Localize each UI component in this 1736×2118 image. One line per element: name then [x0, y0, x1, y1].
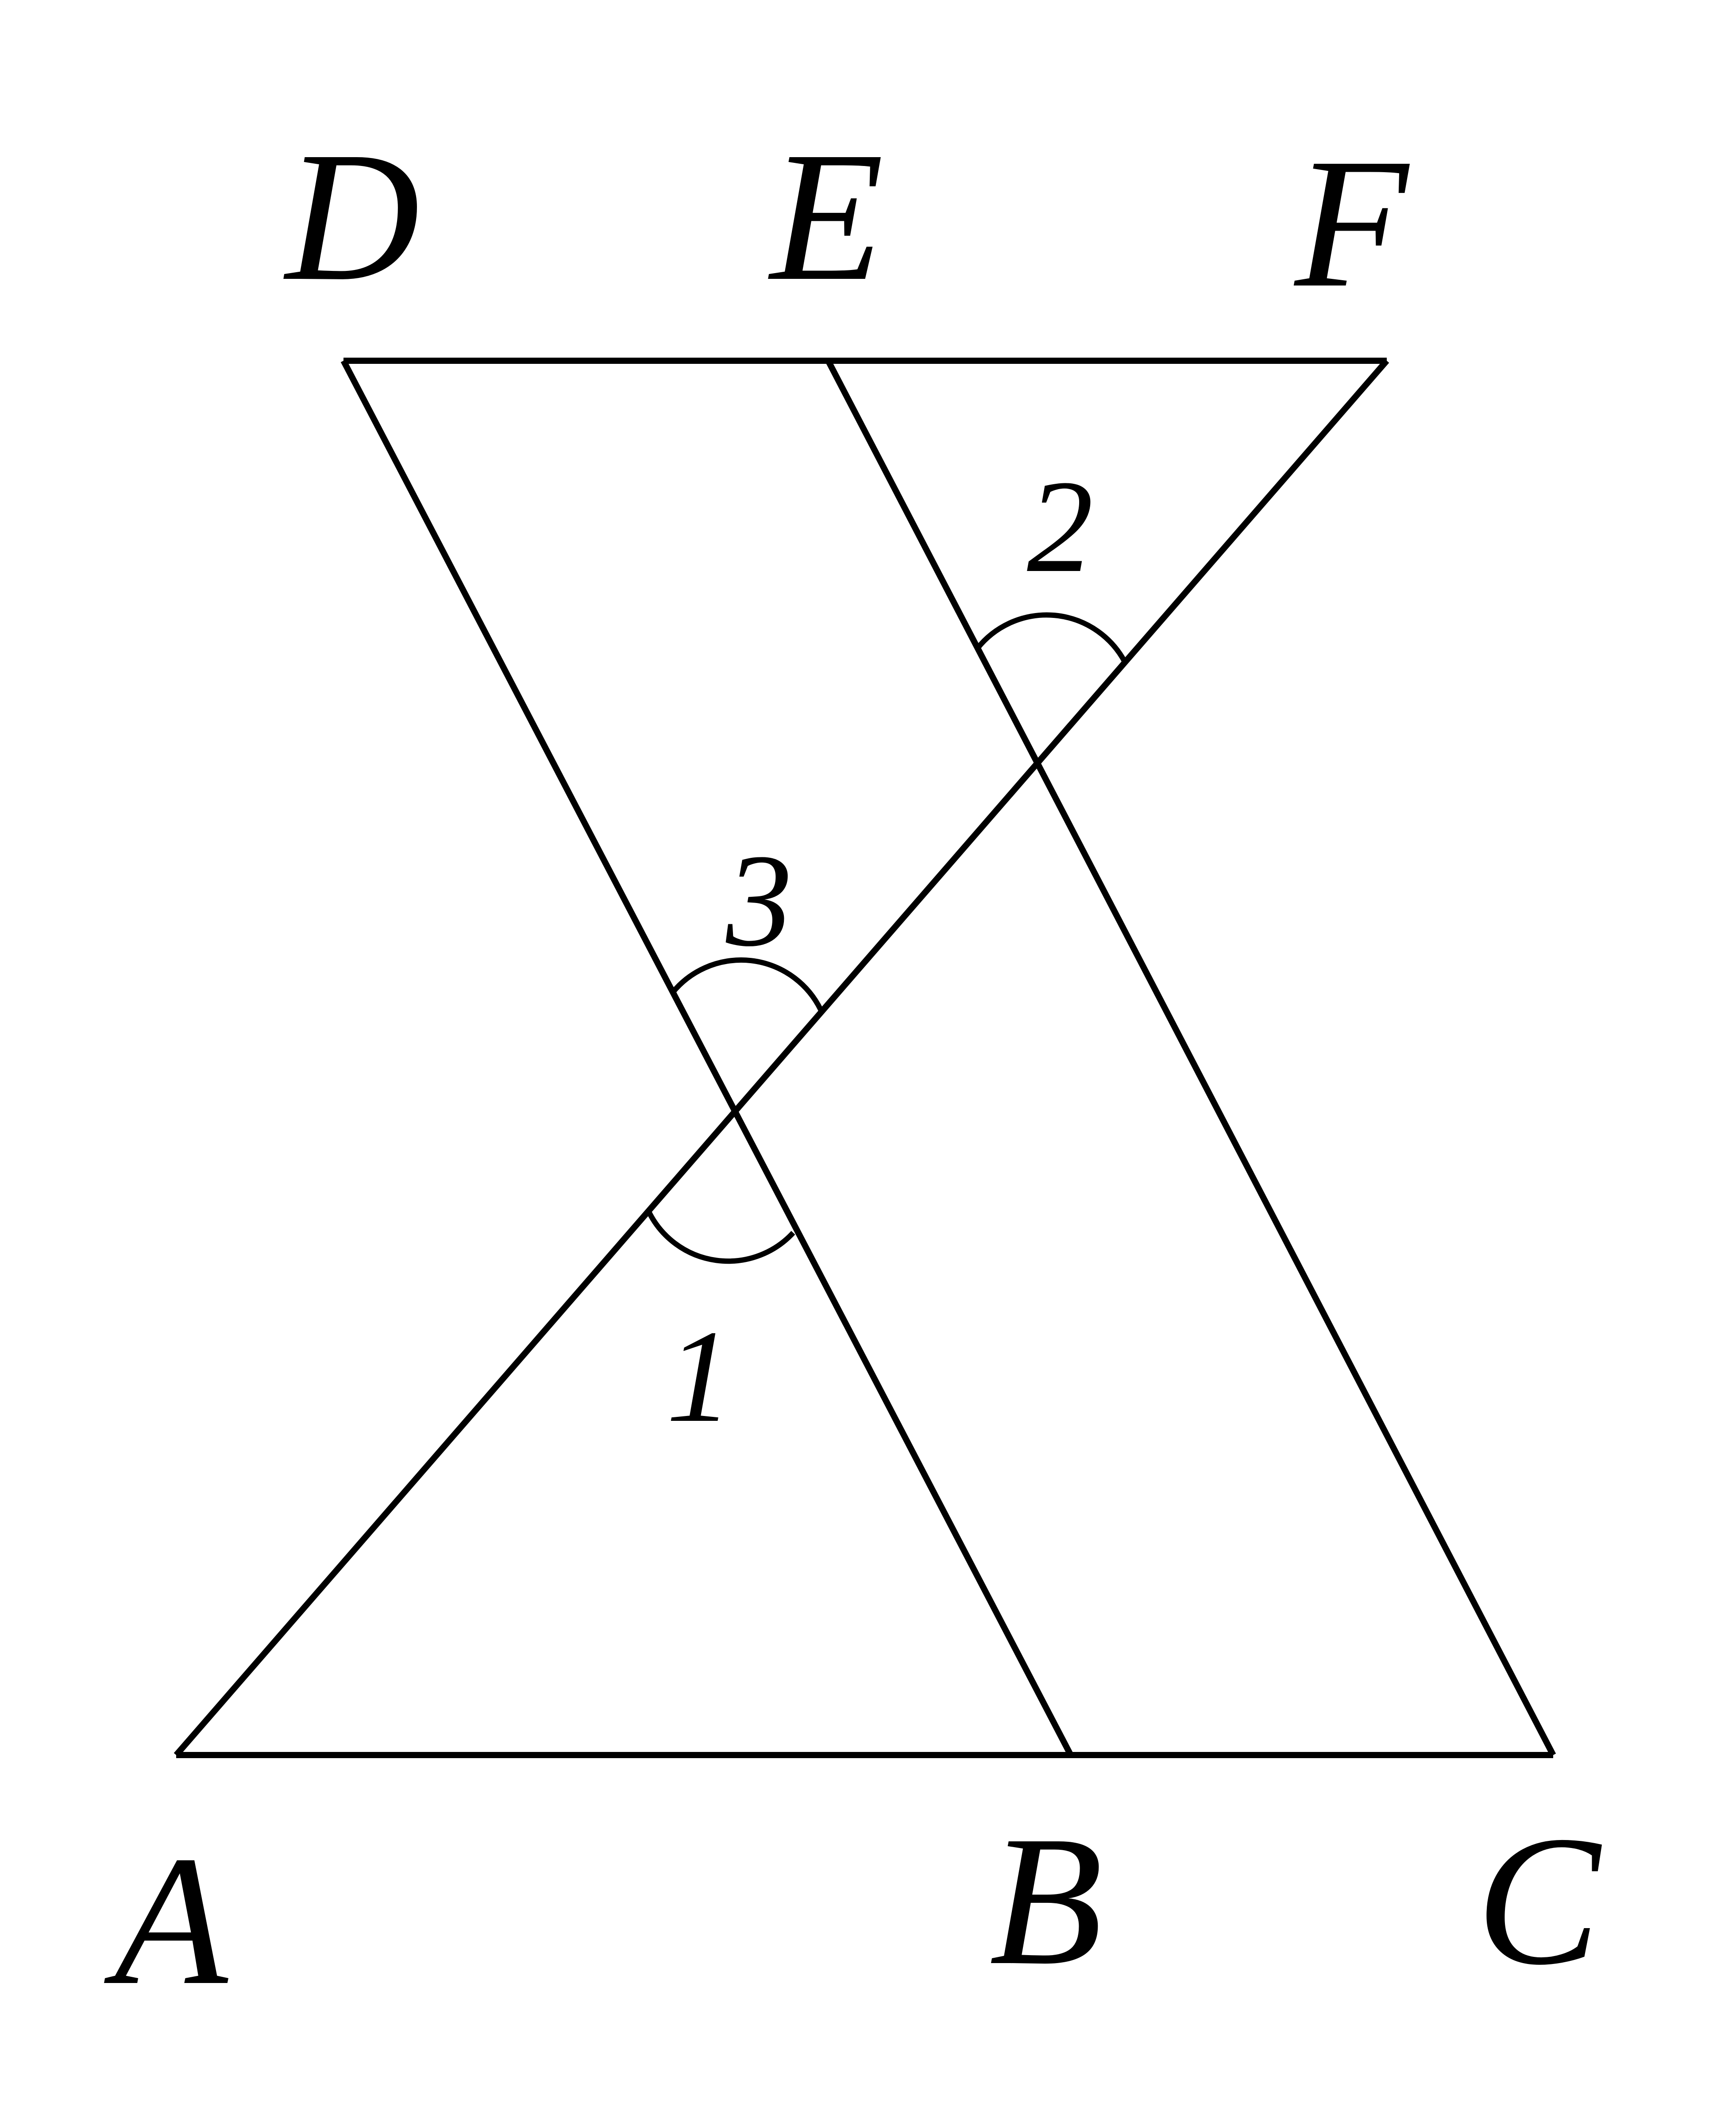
label-angle-1: 1 — [666, 1303, 733, 1450]
angle-3-arc — [670, 957, 823, 1011]
label-angle-3: 3 — [724, 827, 792, 974]
label-point-D: D — [282, 113, 420, 319]
angle-1-arc — [647, 1211, 795, 1264]
label-point-E: E — [767, 113, 883, 319]
label-angle-2: 2 — [1027, 453, 1093, 600]
label-point-B: B — [989, 1798, 1103, 2003]
label-point-A: A — [103, 1817, 231, 2023]
label-point-C: C — [1476, 1798, 1604, 2003]
segment-EC — [825, 359, 1556, 1757]
segment-AF — [174, 359, 1389, 1757]
label-point-F: F — [1292, 120, 1411, 326]
segment-DB — [340, 359, 1074, 1757]
angle-2-arc — [975, 612, 1127, 663]
